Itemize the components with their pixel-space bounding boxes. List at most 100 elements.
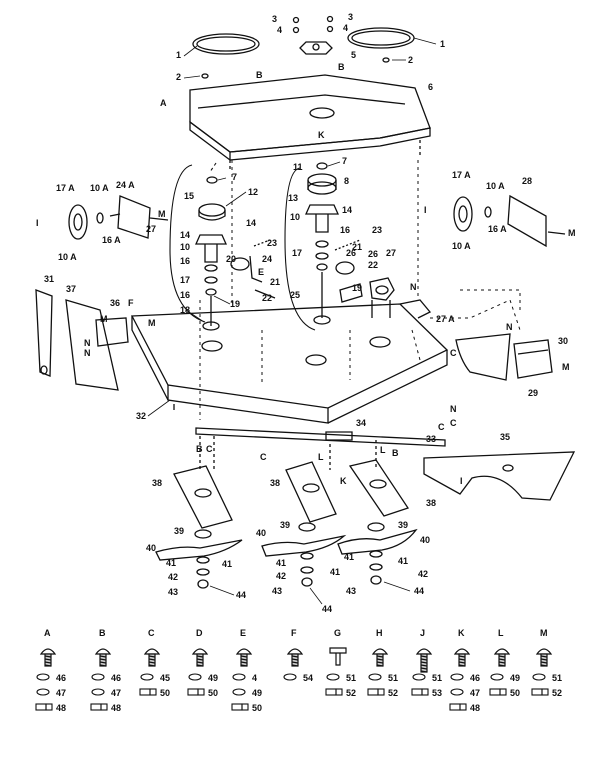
callout-43: 43: [346, 586, 356, 596]
part-number: 4: [252, 673, 257, 683]
callout-43: 43: [168, 587, 178, 597]
nut-icon: [367, 688, 385, 696]
mower-deck: [130, 299, 449, 424]
bolt-icon: [371, 648, 389, 667]
callout-B: B: [256, 70, 263, 80]
part-number: 51: [552, 673, 562, 683]
part-number: 52: [552, 688, 562, 698]
callout-25: 25: [290, 290, 300, 300]
bolt-icon: [143, 648, 161, 667]
right-shields: [455, 333, 553, 381]
part-number: 54: [303, 673, 313, 683]
callout-C: C: [438, 422, 445, 432]
callout-36: 36: [110, 298, 120, 308]
washer-icon: [232, 688, 246, 696]
callout-6: 6: [428, 82, 433, 92]
lower-rail: [173, 404, 446, 470]
hardware-group-letter: F: [291, 628, 297, 638]
washer-icon: [91, 688, 105, 696]
callout-E: E: [258, 267, 264, 277]
washer-icon: [232, 673, 246, 681]
bolt-icon: [191, 648, 209, 667]
part-number: 52: [346, 688, 356, 698]
part-number: 47: [111, 688, 121, 698]
callout-2: 2: [408, 55, 413, 65]
part-number: 51: [388, 673, 398, 683]
part-number: 49: [208, 673, 218, 683]
callout-32: 32: [136, 411, 146, 421]
nut-icon: [187, 688, 205, 696]
callout-43: 43: [272, 586, 282, 596]
bolt-icon: [493, 648, 511, 667]
callout-41: 41: [344, 552, 354, 562]
callout-17A: 17 A: [56, 183, 75, 193]
washer-icon: [91, 673, 105, 681]
callout-B: B: [392, 448, 399, 458]
nut-icon: [231, 703, 249, 711]
part-number: 47: [56, 688, 66, 698]
hardware-group-letter: B: [99, 628, 106, 638]
callout-41: 41: [222, 559, 232, 569]
callout-34: 34: [356, 418, 366, 428]
callout-10: 10: [180, 242, 190, 252]
part-number: 53: [432, 688, 442, 698]
bolt-icon: [535, 648, 553, 667]
callout-44: 44: [236, 590, 246, 600]
callout-7: 7: [342, 156, 347, 166]
washer-icon: [283, 673, 297, 681]
bolt-icon: [286, 648, 304, 667]
callout-42: 42: [418, 569, 428, 579]
part-number: 48: [470, 703, 480, 713]
hardware-group-k: K 46 47 48: [449, 628, 480, 713]
callout-20: 20: [226, 254, 236, 264]
blades: [173, 459, 410, 529]
callout-28: 28: [522, 176, 532, 186]
washer-icon: [450, 688, 464, 696]
washer-icon: [490, 673, 504, 681]
callout-M: M: [568, 228, 576, 238]
part-number: 50: [208, 688, 218, 698]
callout-L: L: [380, 445, 386, 455]
part-number: 46: [470, 673, 480, 683]
callout-C: C: [206, 444, 213, 454]
callout-12: 12: [248, 187, 258, 197]
callout-10A: 10 A: [486, 181, 505, 191]
part-number: 51: [432, 673, 442, 683]
callout-M: M: [148, 318, 156, 328]
idler-assembly: [230, 239, 363, 303]
hardware-group-letter: L: [498, 628, 504, 638]
washer-icon: [368, 673, 382, 681]
callout-N: N: [450, 404, 457, 414]
nut-icon: [449, 703, 467, 711]
nut-icon: [35, 703, 53, 711]
washer-icon: [532, 673, 546, 681]
callout-K: K: [318, 130, 325, 140]
belt-cover-seals: [192, 15, 415, 79]
belt-routing: [169, 162, 316, 331]
callout-24A: 24 A: [116, 180, 135, 190]
callout-5: 5: [351, 50, 356, 60]
callout-16: 16: [180, 290, 190, 300]
callout-B: B: [338, 62, 345, 72]
part-number: 47: [470, 688, 480, 698]
callout-16: 16: [340, 225, 350, 235]
callout-2: 2: [176, 72, 181, 82]
nut-icon: [139, 688, 157, 696]
nut-icon: [531, 688, 549, 696]
callout-14: 14: [180, 230, 190, 240]
callout-B: B: [196, 444, 203, 454]
callout-3: 3: [348, 12, 353, 22]
callout-10A: 10 A: [452, 241, 471, 251]
callout-M: M: [100, 314, 108, 324]
part-number: 48: [111, 703, 121, 713]
left-shields: [35, 289, 129, 391]
callout-16A: 16 A: [102, 235, 121, 245]
hardware-group-letter: K: [458, 628, 465, 638]
bolt-icon: [453, 648, 471, 667]
callout-23: 23: [372, 225, 382, 235]
hardware-group-letter: H: [376, 628, 383, 638]
